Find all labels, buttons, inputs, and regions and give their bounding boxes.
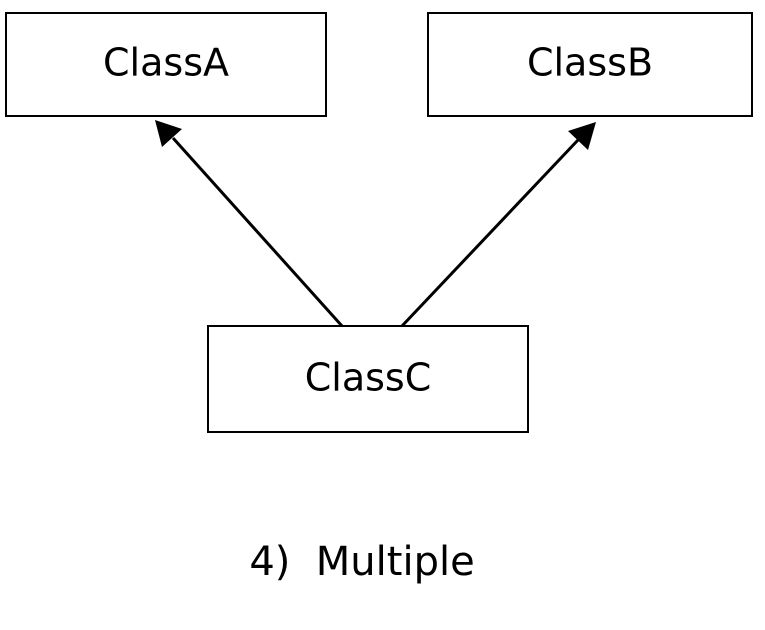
- diagram-caption: 4) Multiple: [249, 539, 474, 585]
- class-c-box: ClassC: [207, 325, 529, 433]
- class-a-box: ClassA: [5, 12, 327, 117]
- arrowhead-c-to-b: [568, 122, 596, 150]
- inheritance-arrow-c-to-a: [155, 120, 344, 328]
- class-a-label: ClassA: [103, 41, 229, 85]
- inheritance-arrow-c-to-b: [400, 122, 596, 328]
- class-b-label: ClassB: [527, 41, 653, 85]
- arrow-line-c-to-a: [171, 136, 344, 328]
- arrow-line-c-to-b: [400, 138, 580, 328]
- class-b-box: ClassB: [427, 12, 753, 117]
- arrowhead-c-to-a: [155, 120, 182, 147]
- class-c-label: ClassC: [305, 356, 432, 400]
